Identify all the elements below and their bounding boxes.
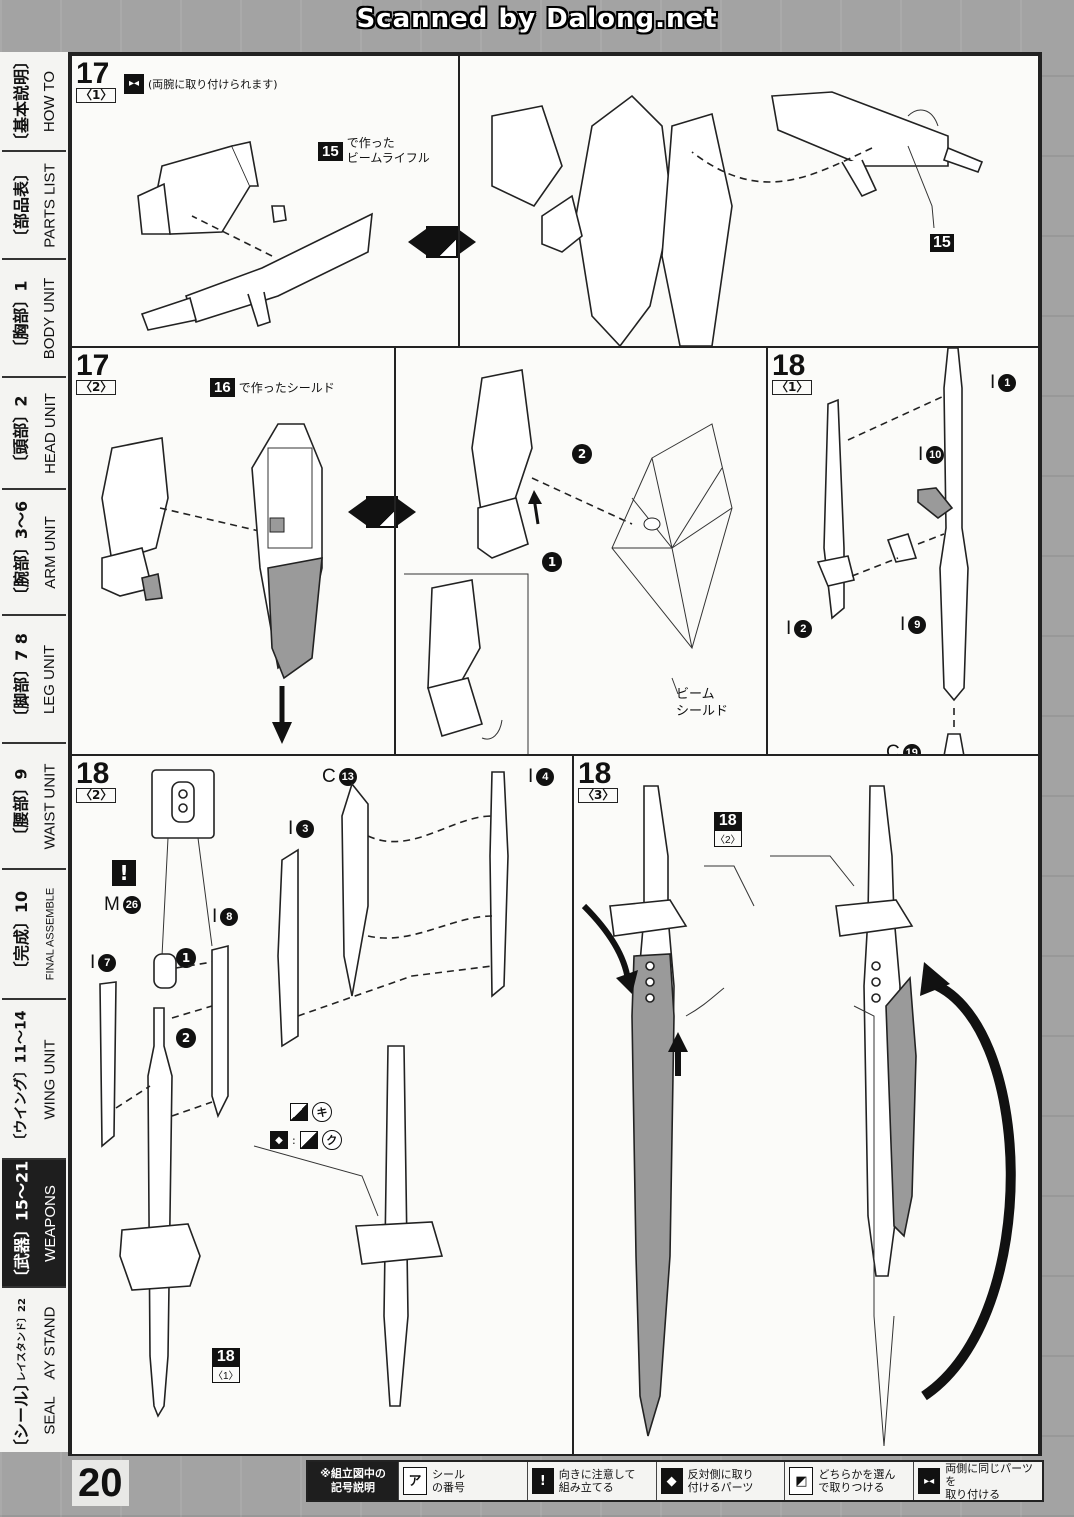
page-number: 20 xyxy=(72,1460,129,1506)
step-sub-number: 〈1〉 xyxy=(772,380,813,395)
sidebar-item-parts-list[interactable]: 〔部品表〕 PARTS LIST xyxy=(2,152,66,260)
shield-callout: 16 で作ったシールド xyxy=(210,378,335,397)
ref-step-18-1-box: 18 〈1〉 xyxy=(212,1348,240,1383)
step-number: 17 xyxy=(76,349,110,382)
seal-ku-note: ◆ : ク xyxy=(270,1130,342,1150)
sidebar-item-head-unit[interactable]: 〔頭部〕2 HEAD UNIT xyxy=(2,378,66,490)
step-17-1-panel: 17 〈1〉 ▸◂ (両腕に取り付けられます) 15 で作ったビームライフル 1… xyxy=(70,54,1040,348)
sidebar-item-waist-unit[interactable]: 〔腰部〕9 WAIST UNIT xyxy=(2,744,66,870)
legend-choose-one: ◩ どちらかを選んで取りつける xyxy=(784,1462,913,1500)
scan-watermark: Scanned by Dalong.net xyxy=(356,4,718,34)
step-18-3-illustration xyxy=(581,785,1016,1447)
step-17-2-illustration xyxy=(101,369,733,754)
caution-icon: ! xyxy=(531,1468,554,1494)
sidebar-item-body-unit[interactable]: 〔胸部〕1 BODY UNIT xyxy=(2,260,66,378)
order-1-marker: 1 xyxy=(542,552,562,572)
seal-icon xyxy=(290,1103,308,1121)
seal-icon xyxy=(299,1131,318,1149)
sidebar-item-weapons[interactable]: 〔武器〕15〜21 WEAPONS xyxy=(2,1160,66,1288)
both-arms-note: ▸◂ (両腕に取り付けられます) xyxy=(124,74,278,94)
legend-title: ※組立図中の記号説明 xyxy=(308,1462,398,1500)
step-sub-number: 〈2〉 xyxy=(76,380,117,395)
step-number: 18 xyxy=(76,757,110,790)
step-number: 18 xyxy=(772,349,806,382)
legend-both-sides: ▸◂ 両側に同じパーツを取り付ける xyxy=(913,1462,1042,1501)
step-number: 17 xyxy=(76,57,110,90)
symbol-legend: ※組立図中の記号説明 ア シールの番号 ! 向きに注意して組み立てる ◆ 反対側… xyxy=(306,1460,1044,1502)
divider xyxy=(458,56,460,346)
sidebar-item-seal[interactable]: 〔シール〕 SEAL xyxy=(2,1380,66,1450)
step-17-1-illustration xyxy=(137,91,984,348)
order-2-marker: 2 xyxy=(572,444,592,464)
choose-one-icon xyxy=(348,496,416,528)
step-number: 18 xyxy=(578,757,612,790)
choose-one-icon xyxy=(408,226,476,258)
step-18-3-panel: 18 〈3〉 18 〈2〉 xyxy=(572,754,1040,1456)
chapter-sidebar: 〔基本説明〕 HOW TO 〔部品表〕 PARTS LIST 〔胸部〕1 BOD… xyxy=(0,52,70,1452)
legend-opposite-side: ◆ 反対側に取り付けるパーツ xyxy=(655,1462,785,1500)
beam-shield-label: ビームシールド xyxy=(676,687,729,719)
instruction-page: 17 〈1〉 ▸◂ (両腕に取り付けられます) 15 で作ったビームライフル 1… xyxy=(68,52,1042,1456)
sidebar-item-howto[interactable]: 〔基本説明〕 HOW TO xyxy=(2,52,66,152)
step-17-2-panel: 17 〈2〉 16 で作ったシールド 2 1 ビームシールド xyxy=(70,346,768,756)
sidebar-item-arm-unit[interactable]: 〔腕部〕3〜6 ARM UNIT xyxy=(2,490,66,616)
legend-caution: ! 向きに注意して組み立てる xyxy=(526,1462,656,1500)
step-sub-number: 〈3〉 xyxy=(578,788,619,803)
seal-ki-note: キ xyxy=(290,1102,332,1122)
divider xyxy=(394,348,396,754)
ref-step-18-2-box: 18 〈2〉 xyxy=(714,812,742,847)
both-sides-icon: ▸◂ xyxy=(918,1468,941,1494)
opposite-side-icon: ◆ xyxy=(660,1468,683,1494)
step-18-1-illustration xyxy=(816,347,969,766)
choose-one-icon: ◩ xyxy=(789,1467,814,1495)
order-1-marker: 1 xyxy=(176,948,196,968)
beam-rifle-callout: 15 で作ったビームライフル xyxy=(318,136,430,166)
sidebar-item-wing-unit[interactable]: 〔ウイング〕11〜14 WING UNIT xyxy=(2,1000,66,1160)
ref-step-15-box: 15 xyxy=(930,234,954,252)
step-sub-number: 〈2〉 xyxy=(76,788,117,803)
step-sub-number: 〈1〉 xyxy=(76,88,117,103)
orientation-caution-icon: ! xyxy=(112,860,136,886)
step-18-2-illustration xyxy=(99,769,509,1418)
both-sides-icon: ▸◂ xyxy=(124,74,144,94)
order-2-marker: 2 xyxy=(176,1028,196,1048)
legend-seal: ア シールの番号 xyxy=(398,1462,527,1500)
opposite-side-icon: ◆ xyxy=(270,1131,288,1149)
seal-number-icon: ア xyxy=(403,1467,427,1495)
sidebar-item-final-assemble[interactable]: 〔完成〕10 FINAL ASSEMBLE xyxy=(2,870,66,1000)
sidebar-item-leg-unit[interactable]: 〔脚部〕7 8 LEG UNIT xyxy=(2,616,66,744)
